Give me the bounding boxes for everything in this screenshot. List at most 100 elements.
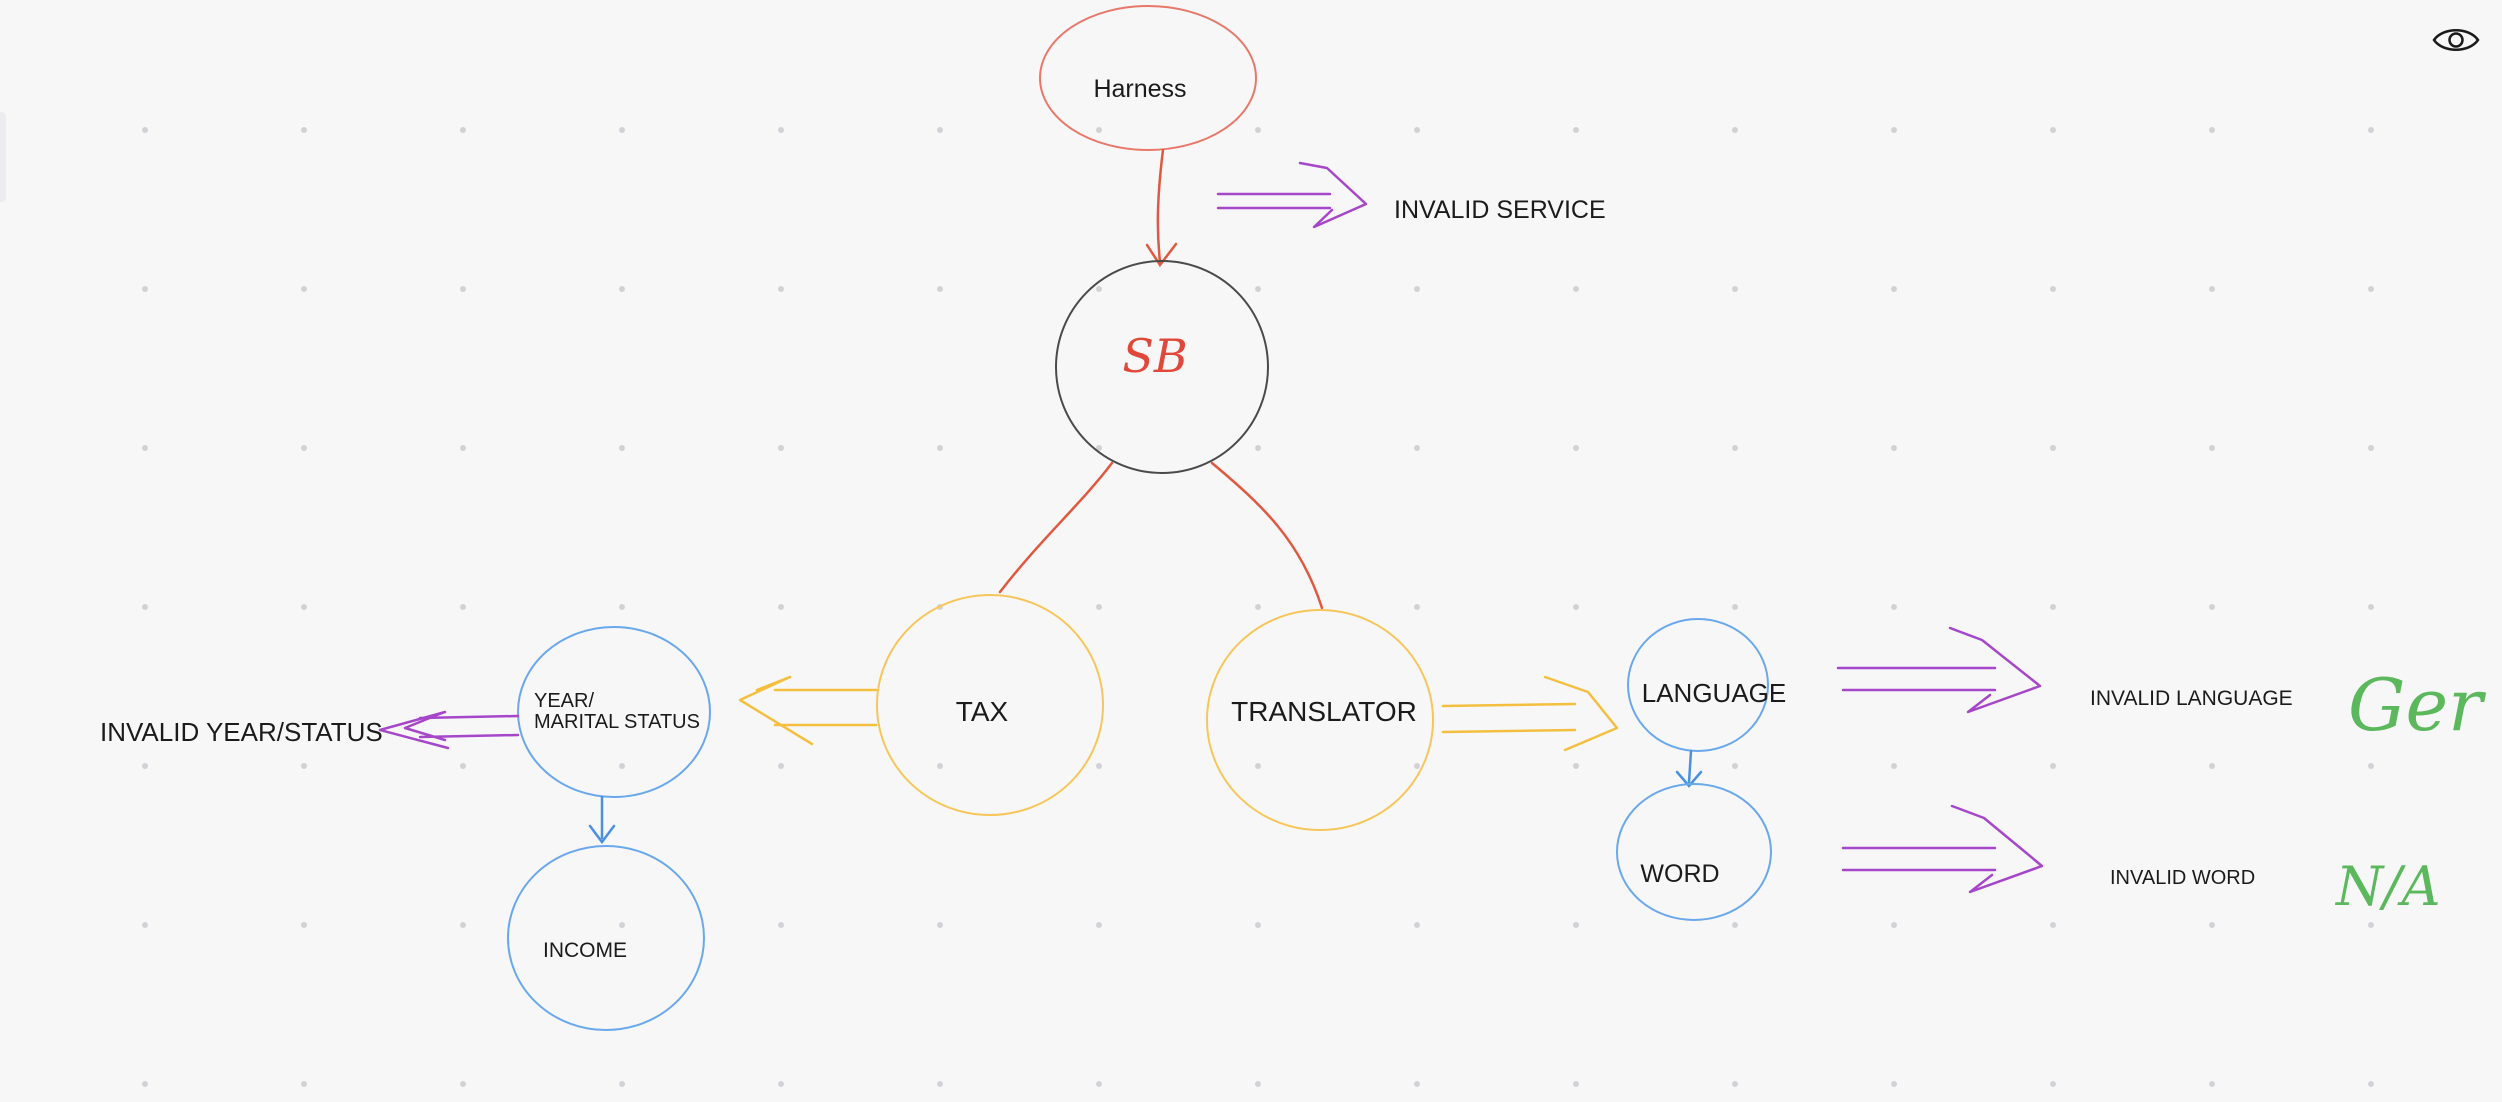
grid-dot [1891, 763, 1897, 769]
grid-dot [1414, 286, 1420, 292]
grid-dot [619, 1081, 625, 1087]
invalid-word-label: INVALID WORD [2110, 867, 2255, 889]
grid-dot [1891, 922, 1897, 928]
year-status-node[interactable]: YEAR/ MARITAL STATUS [517, 626, 711, 798]
grid-dot [142, 286, 148, 292]
grid-dot [301, 1081, 307, 1087]
grid-dot [1096, 763, 1102, 769]
grid-dot [937, 127, 943, 133]
grid-dot [1891, 1081, 1897, 1087]
grid-dot [1732, 763, 1738, 769]
grid-dot [619, 286, 625, 292]
grid-dot [142, 1081, 148, 1087]
grid-dot [1732, 445, 1738, 451]
grid-dot [778, 286, 784, 292]
grid-dot [778, 1081, 784, 1087]
grid-dot [1255, 604, 1261, 610]
harness-label: Harness [1093, 75, 1186, 103]
grid-dot [1414, 922, 1420, 928]
grid-dot [301, 763, 307, 769]
grid-dot [1732, 1081, 1738, 1087]
invalid-service-label: INVALID SERVICE [1394, 196, 1606, 224]
word-label: WORD [1640, 860, 1719, 888]
grid-dot [937, 445, 943, 451]
grid-dot [1891, 604, 1897, 610]
grid-dot [778, 445, 784, 451]
grid-dot [460, 127, 466, 133]
grid-dot [2050, 763, 2056, 769]
grid-dot [2209, 445, 2215, 451]
sb-node[interactable]: SB [1055, 260, 1269, 474]
tax-node[interactable]: TAX [876, 594, 1104, 816]
grid-dot [1891, 445, 1897, 451]
word-node[interactable]: WORD [1616, 783, 1772, 921]
grid-dot [2209, 127, 2215, 133]
grid-dot [460, 922, 466, 928]
dot-grid [142, 127, 2374, 1087]
grid-dot [1414, 445, 1420, 451]
grid-dot [937, 286, 943, 292]
grid-dot [619, 445, 625, 451]
grid-dot [2368, 763, 2374, 769]
grid-dot [2209, 604, 2215, 610]
grid-dot [619, 604, 625, 610]
grid-dot [778, 604, 784, 610]
translator-to-language-arrow [1441, 675, 1619, 752]
grid-dot [460, 604, 466, 610]
grid-dot [1891, 127, 1897, 133]
grid-dot [2050, 922, 2056, 928]
tax-label: TAX [956, 696, 1009, 727]
grid-dot [2368, 922, 2374, 928]
grid-dot [1255, 286, 1261, 292]
grid-dot [460, 286, 466, 292]
grid-dot [2368, 286, 2374, 292]
translator-node[interactable]: TRANSLATOR [1206, 609, 1434, 831]
view-toggle-button[interactable] [2420, 12, 2492, 68]
grid-dot [1573, 127, 1579, 133]
grid-dot [1096, 286, 1102, 292]
grid-dot [2050, 286, 2056, 292]
invalid-language-arrow [1836, 626, 2042, 714]
grid-dot [1255, 763, 1261, 769]
grid-dot [1573, 922, 1579, 928]
grid-dot [301, 286, 307, 292]
grid-dot [460, 445, 466, 451]
grid-dot [301, 127, 307, 133]
grid-dot [301, 445, 307, 451]
invalid-year-status-arrow [378, 710, 520, 750]
harness-node[interactable]: Harness [1039, 5, 1257, 151]
grid-dot [1732, 922, 1738, 928]
grid-dot [778, 763, 784, 769]
grid-dot [1732, 604, 1738, 610]
grid-dot [937, 763, 943, 769]
year-status-label-line2: MARITAL STATUS [534, 711, 700, 733]
grid-dot [460, 763, 466, 769]
grid-dot [778, 127, 784, 133]
tax-to-year-arrow [738, 675, 878, 746]
income-node[interactable]: INCOME [507, 845, 705, 1031]
grid-dot [142, 763, 148, 769]
language-node[interactable]: LANGUAGE [1627, 618, 1786, 752]
grid-dot [142, 445, 148, 451]
grid-dot [2368, 1081, 2374, 1087]
grid-dot [142, 922, 148, 928]
grid-dot [2368, 604, 2374, 610]
side-panel-handle[interactable] [0, 112, 6, 202]
invalid-language-label: INVALID LANGUAGE [2090, 687, 2293, 710]
grid-dot [1096, 922, 1102, 928]
grid-dot [142, 604, 148, 610]
year-status-label-line1: YEAR/ [534, 690, 594, 712]
year-to-income-arrow [588, 795, 616, 845]
grid-dot [937, 1081, 943, 1087]
grid-dot [1732, 286, 1738, 292]
grid-dot [2368, 127, 2374, 133]
grid-dot [1255, 127, 1261, 133]
grid-dot [1573, 763, 1579, 769]
grid-dot [778, 922, 784, 928]
language-to-word-arrow [1675, 749, 1703, 788]
grid-dot [1414, 604, 1420, 610]
grid-dot [1096, 127, 1102, 133]
grid-dot [1255, 1081, 1261, 1087]
grid-dot [2050, 1081, 2056, 1087]
